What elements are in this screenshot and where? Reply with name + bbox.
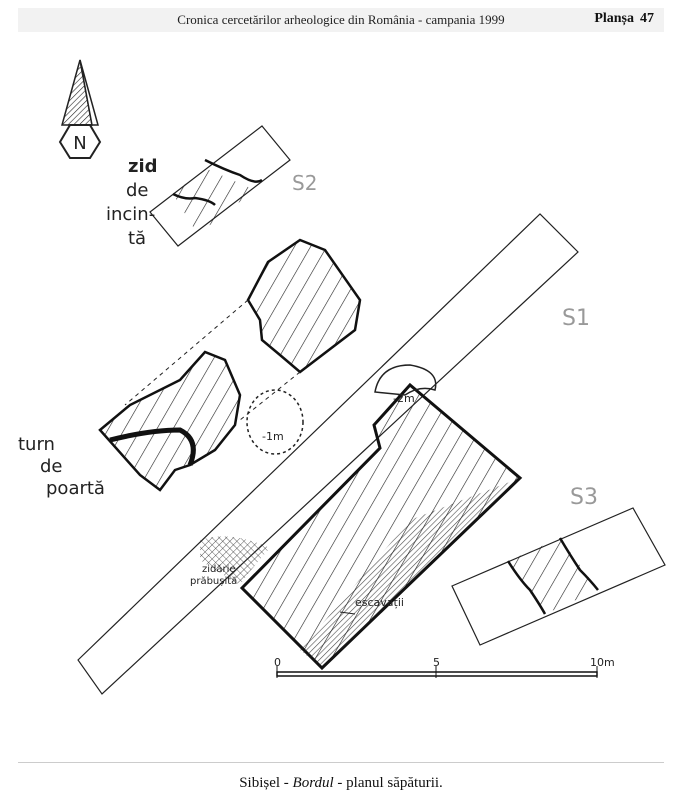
label-turn-de: de <box>40 456 63 477</box>
label-turn: turn <box>18 434 55 455</box>
section-label-s1: S1 <box>562 306 590 331</box>
scale-tick-10: 10m <box>590 656 615 669</box>
label-incinta-end: tă <box>128 228 146 249</box>
main-excavation: -2m zidărie prăbușită escavații <box>190 364 523 671</box>
trench-s2: S2 zid de incin- tă <box>106 125 317 249</box>
label-zid: zid <box>128 156 158 177</box>
divider <box>18 762 664 763</box>
label-incinta: incin- <box>106 204 155 225</box>
plate-number: Planșa 47 <box>588 11 654 27</box>
trench-s3: S3 <box>451 485 666 646</box>
scale-tick-5: 5 <box>433 656 440 669</box>
caption-site: Bordul <box>292 775 334 791</box>
caption-place: Sibișel - <box>239 775 293 791</box>
depth-label-1m: -1m <box>262 430 284 443</box>
gate-tower-remains: -1m turn de poartă <box>18 238 362 499</box>
plate-label: Planșa <box>594 11 634 26</box>
caption-rest: - planul săpăturii. <box>333 775 443 791</box>
label-zidarie: zidărie <box>202 564 236 575</box>
north-arrow-icon: N <box>58 59 102 159</box>
section-label-s3: S3 <box>570 485 598 510</box>
section-label-s2: S2 <box>292 171 317 195</box>
journal-title: Cronica cercetărilor arheologice din Rom… <box>177 12 505 27</box>
trench-s1: S1 <box>77 213 590 695</box>
figure-caption: Sibișel - Bordul - planul săpăturii. <box>0 775 682 792</box>
label-zid-de: de <box>126 180 149 201</box>
label-prabusita: prăbușită <box>190 576 237 587</box>
plate-value: 47 <box>640 11 654 26</box>
north-label: N <box>73 133 86 154</box>
scale-tick-0: 0 <box>274 656 281 669</box>
scale-bar: 0 5 10m <box>274 656 615 678</box>
running-header: Cronica cercetărilor arheologice din Rom… <box>18 8 664 32</box>
label-escavatii: escavații <box>355 596 404 609</box>
label-poarta: poartă <box>46 478 105 499</box>
depth-label-2m: -2m <box>393 392 415 405</box>
